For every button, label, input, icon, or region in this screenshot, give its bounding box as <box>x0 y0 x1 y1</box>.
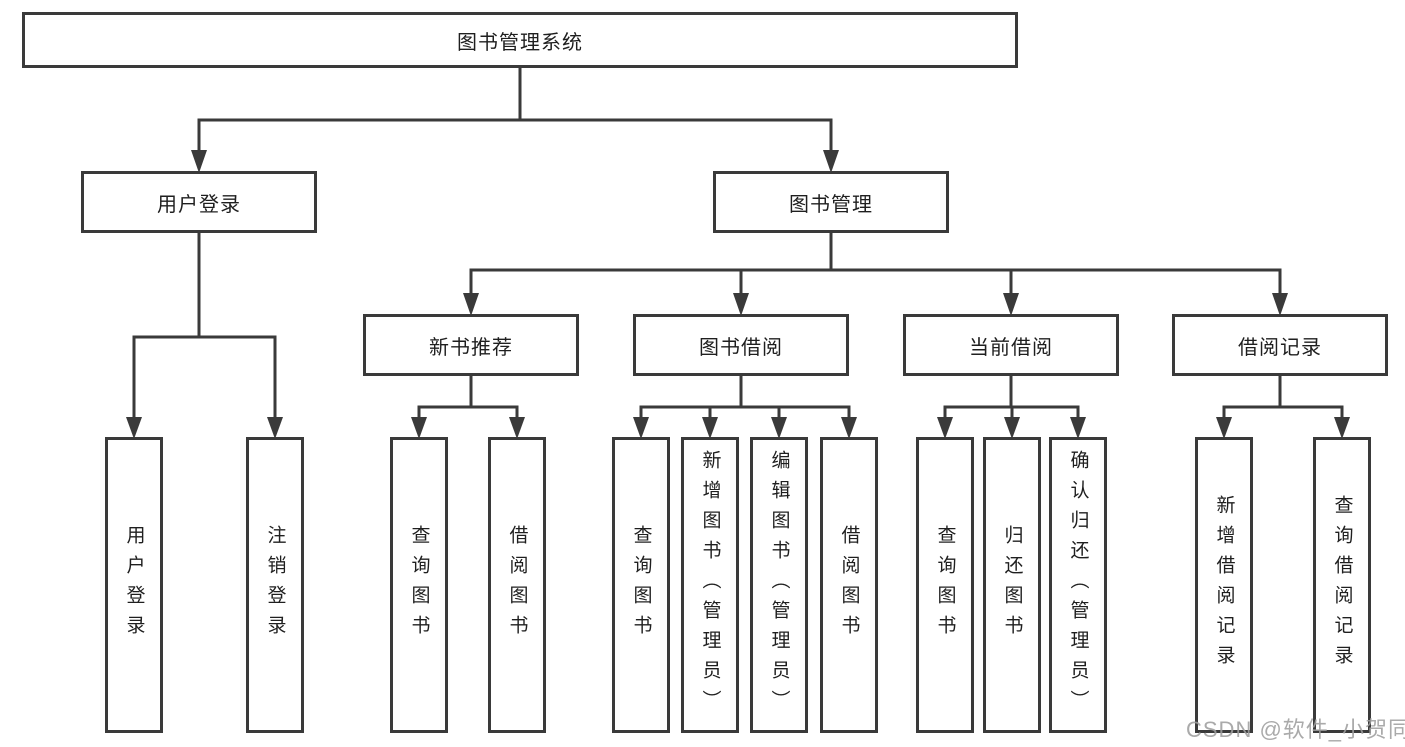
leaf-borrow-books: 借阅图书 <box>820 437 878 733</box>
node-new-book-recommend: 新书推荐 <box>363 314 579 376</box>
leaf-borrow-books-recommend: 借阅图书 <box>488 437 546 733</box>
arrowhead <box>1070 417 1086 439</box>
node-borrow-records: 借阅记录 <box>1172 314 1388 376</box>
leaf-query-books-current: 查询图书 <box>916 437 974 733</box>
arrowhead <box>633 417 649 439</box>
leaf-user-login: 用户登录 <box>105 437 163 733</box>
arrowhead <box>1334 417 1350 439</box>
leaf-query-books-recommend: 查询图书 <box>390 437 448 733</box>
arrowhead <box>1216 417 1232 439</box>
arrowhead <box>463 293 479 316</box>
arrowhead <box>937 417 953 439</box>
leaf-add-book-admin: 新增图书（管理员） <box>681 437 739 733</box>
arrowhead <box>1003 293 1019 316</box>
leaf-logout: 注销登录 <box>246 437 304 733</box>
arrowhead <box>733 293 749 316</box>
node-current-borrow: 当前借阅 <box>903 314 1119 376</box>
arrowhead <box>509 417 525 439</box>
arrowhead <box>1004 417 1020 439</box>
arrowhead <box>191 150 207 173</box>
csdn-watermark: CSDN @软件_小贺同学 <box>1186 717 1405 742</box>
arrowhead <box>1272 293 1288 316</box>
leaf-add-borrow-record: 新增借阅记录 <box>1195 437 1253 733</box>
arrowhead <box>411 417 427 439</box>
arrowhead <box>267 417 283 439</box>
leaf-confirm-return-admin: 确认归还（管理员） <box>1049 437 1107 733</box>
leaf-return-books: 归还图书 <box>983 437 1041 733</box>
arrowhead <box>702 417 718 439</box>
node-book-management: 图书管理 <box>713 171 949 233</box>
leaf-query-borrow-record: 查询借阅记录 <box>1313 437 1371 733</box>
arrowhead <box>841 417 857 439</box>
leaf-query-books-borrow: 查询图书 <box>612 437 670 733</box>
arrowhead <box>823 150 839 173</box>
node-library-system: 图书管理系统 <box>22 12 1018 68</box>
leaf-edit-book-admin: 编辑图书（管理员） <box>750 437 808 733</box>
arrowhead <box>126 417 142 439</box>
node-book-borrow: 图书借阅 <box>633 314 849 376</box>
node-user-login: 用户登录 <box>81 171 317 233</box>
arrowhead <box>771 417 787 439</box>
